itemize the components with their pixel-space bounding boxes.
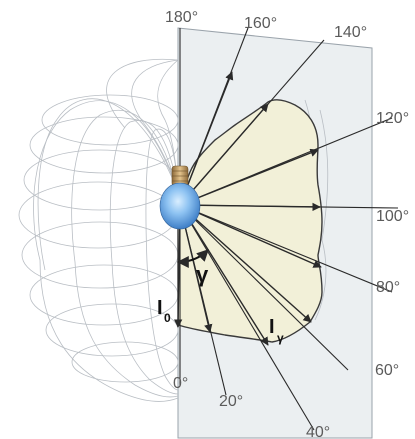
gamma-symbol: γ (196, 262, 209, 287)
angle-label-60: 60° (375, 362, 399, 379)
angle-label-20: 20° (219, 393, 243, 410)
angle-label-180: 180° (165, 9, 198, 26)
igamma-subscript: γ (277, 331, 284, 345)
i0-subscript: 0 (164, 311, 171, 325)
bulb-glass (159, 182, 201, 230)
angle-label-100: 100° (376, 208, 409, 225)
angle-label-0: 0° (173, 375, 188, 392)
angle-label-160: 160° (244, 15, 277, 32)
gamma-arc-arrow (176, 249, 209, 268)
angle-label-40: 40° (306, 424, 330, 439)
ray-40 (179, 204, 315, 431)
intensity-arrows (173, 71, 322, 346)
intensity-curve (177, 99, 323, 343)
angle-label-80: 80° (376, 279, 400, 296)
angle-label-140: 140° (334, 24, 367, 41)
ray-80 (179, 204, 393, 293)
igamma-symbol: I (269, 316, 275, 338)
angle-label-120: 120° (376, 110, 409, 127)
i0-symbol: I (157, 297, 163, 319)
ray-60 (179, 204, 349, 371)
light-bulb-icon (159, 165, 201, 230)
